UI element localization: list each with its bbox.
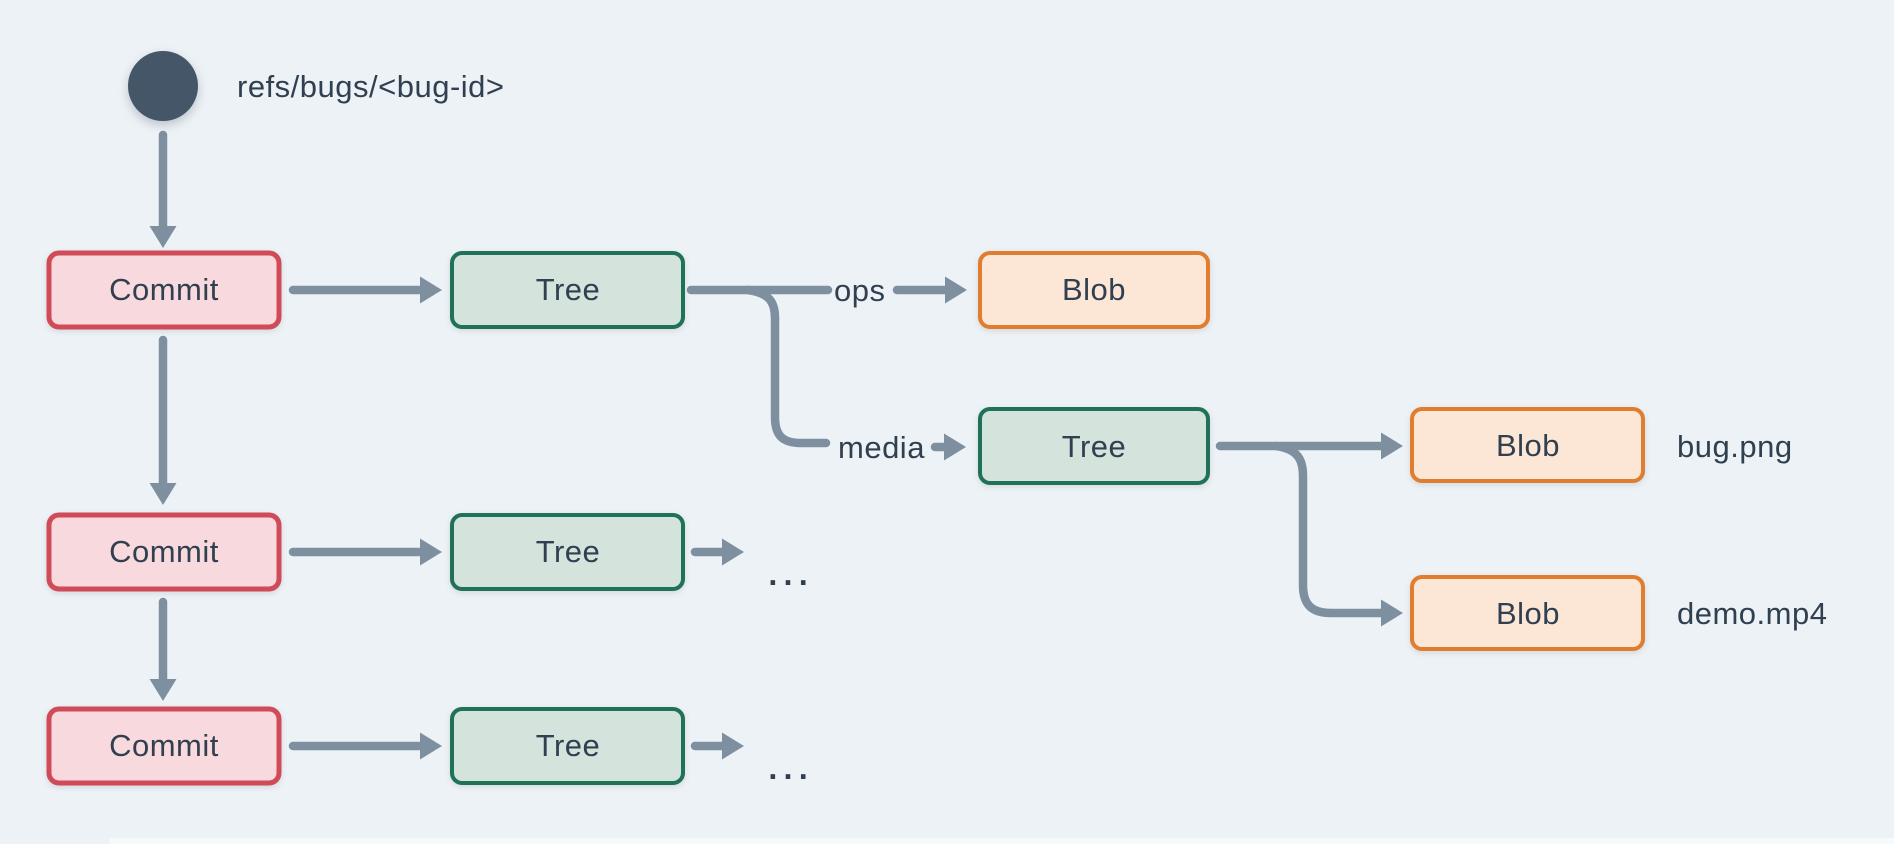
ref-label: refs/bugs/<bug-id> [237,69,505,104]
tree-media-label: Tree [1062,429,1127,464]
blob-bug-label: Blob [1496,428,1560,463]
arrowhead-tree2-to-ellipsis [722,538,744,566]
blob-demo-box [1410,575,1645,651]
tree-root-box [450,251,685,329]
commit2-box [46,512,282,592]
edge-tree1-to-media-label [743,285,831,448]
tree-row3-label: Tree [536,728,601,763]
ellipsis-row3: ... [763,752,809,789]
tree-row2-label: Tree [536,534,601,569]
blob-demo-label: Blob [1496,596,1560,631]
tree-root-label: Tree [536,272,601,307]
arrowhead-commit2-to-tree2 [420,538,442,566]
bug-filename-label: bug.png [1677,429,1793,464]
tree-media-box [978,407,1210,485]
demo-filename-label: demo.mp4 [1677,596,1827,631]
arrowhead-ref-to-commit1 [149,226,177,248]
ref-node-circle [128,51,198,121]
tree-row2-box [450,513,685,591]
blob-ops-label: Blob [1062,272,1126,307]
commit3-label: Commit [109,728,219,763]
arrowhead-commit3-to-tree3 [420,732,442,760]
commit1-label: Commit [109,272,219,307]
blob-bug-box [1410,407,1645,483]
ops-edge-label: ops [834,273,885,308]
ellipsis-row2: ... [763,558,809,595]
media-edge-label: media [838,430,925,465]
arrowhead-mediatree-to-blob-demo [1381,599,1403,627]
edge-mediatree-to-blob-demo [1271,441,1387,618]
arrowhead-mediatree-to-blob-bug [1381,432,1403,460]
arrowhead-tree3-to-ellipsis [722,732,744,760]
commit2-label: Commit [109,534,219,569]
commit3-box [46,706,282,786]
blob-ops-box [978,251,1210,329]
commit1-box [46,250,282,330]
tree-row3-box [450,707,685,785]
arrowhead-commit1-to-tree1 [420,276,442,304]
arrowhead-media-to-tree [944,433,966,461]
arrowhead-ops-to-blob [945,276,967,304]
bottom-edge-strip [110,838,1894,844]
edges [149,130,1403,760]
arrowhead-commit2-to-commit3 [149,679,177,701]
arrowhead-commit1-to-commit2 [149,483,177,505]
